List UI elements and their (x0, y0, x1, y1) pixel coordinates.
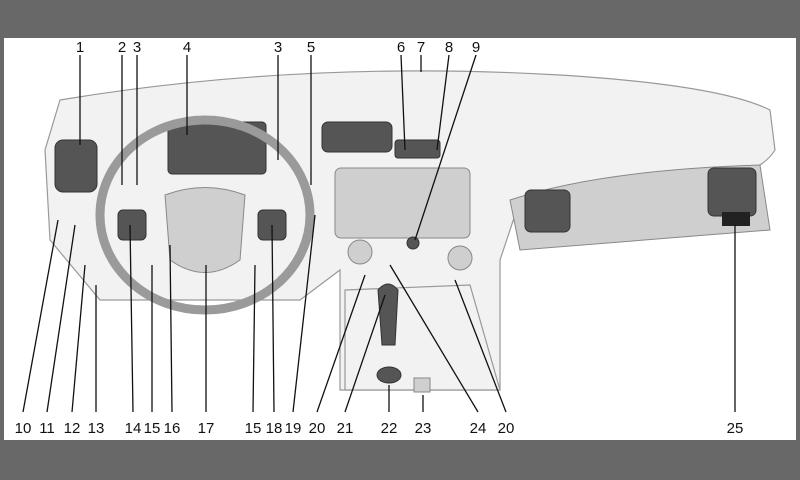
bottom-leader-lines (22, 214, 736, 413)
callout-1: 1 (76, 39, 84, 56)
steering-hub (164, 187, 246, 273)
shift-lever (377, 283, 399, 346)
top-leader-lines (79, 54, 477, 241)
callout-10: 10 (15, 420, 32, 437)
callout-13: 13 (88, 420, 105, 437)
callout-6: 6 (397, 39, 405, 56)
callout-12: 12 (64, 420, 81, 437)
callout-3: 3 (133, 39, 141, 56)
passenger-airbag-indicator (722, 212, 750, 226)
passenger-center-vent (524, 189, 571, 233)
right-climate-knob (447, 245, 473, 271)
callout-17: 17 (198, 420, 215, 437)
steering-wheel (95, 115, 315, 315)
callout-20: 20 (309, 420, 326, 437)
center-vent (321, 121, 393, 153)
callout-4: 4 (183, 39, 191, 56)
callout-20: 20 (498, 420, 515, 437)
callout-8: 8 (445, 39, 453, 56)
passenger-side-vent (707, 167, 757, 217)
callout-2: 2 (118, 39, 126, 56)
hazard-unit (394, 139, 441, 159)
callout-16: 16 (164, 420, 181, 437)
callout-5: 5 (307, 39, 315, 56)
left-vent (54, 139, 98, 193)
infotainment-screen (334, 167, 471, 239)
center-control (406, 236, 420, 250)
callout-14: 14 (125, 420, 142, 437)
callout-19: 19 (285, 420, 302, 437)
callout-7: 7 (417, 39, 425, 56)
console-switch (413, 377, 431, 393)
drive-mode-knob (376, 366, 402, 384)
callout-21: 21 (337, 420, 354, 437)
right-dash-panel (509, 164, 771, 251)
left-climate-knob (347, 239, 373, 265)
callout-22: 22 (381, 420, 398, 437)
callout-15: 15 (144, 420, 161, 437)
callout-3: 3 (274, 39, 282, 56)
callout-25: 25 (727, 420, 744, 437)
callout-15: 15 (245, 420, 262, 437)
callout-9: 9 (472, 39, 480, 56)
callout-24: 24 (470, 420, 487, 437)
callout-23: 23 (415, 420, 432, 437)
left-wheel-controls (117, 209, 147, 241)
callout-18: 18 (266, 420, 283, 437)
callout-11: 11 (39, 420, 55, 437)
